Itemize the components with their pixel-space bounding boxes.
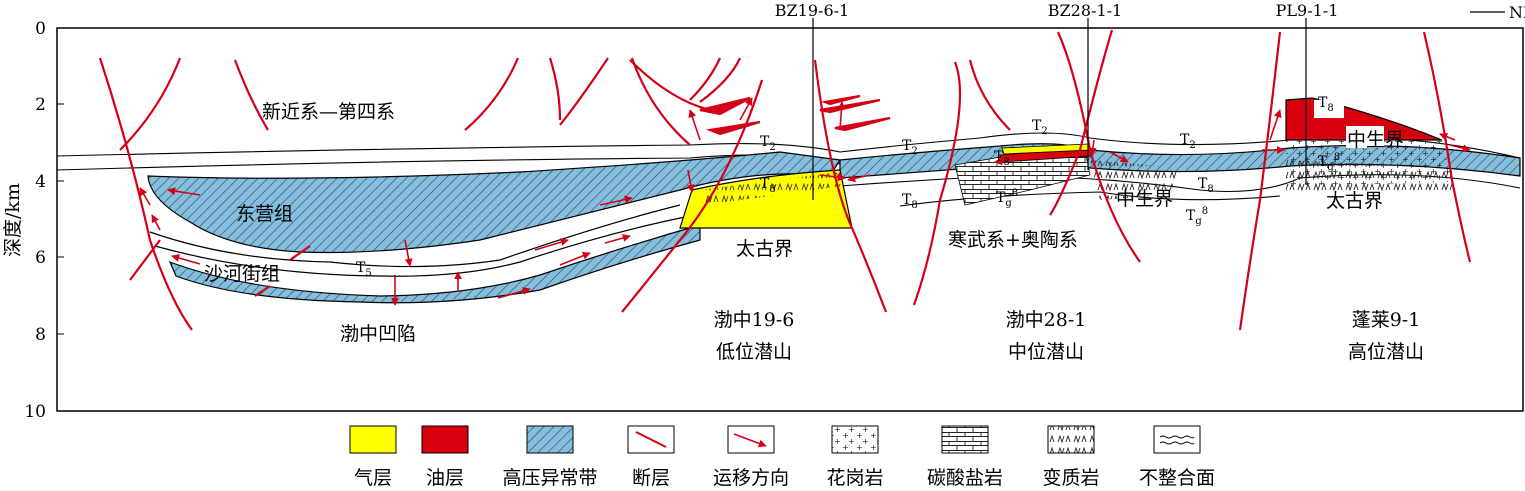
- label-mesozoic-bz28: 中生界: [1116, 188, 1173, 210]
- label-mesozoic-pl9: 中生界: [1347, 129, 1404, 151]
- legend-swatch-carbonate: [941, 425, 989, 454]
- svg-text:Tg8: Tg8: [1186, 206, 1208, 227]
- unconformity-icon: [1159, 435, 1195, 445]
- dongying-overpressure: [147, 151, 842, 254]
- label-dongying: 东营组: [236, 203, 293, 225]
- legend-swatch-unconformity: [1153, 425, 1201, 454]
- svg-text:Tg8: Tg8: [996, 188, 1018, 209]
- svg-text:T8: T8: [902, 192, 918, 211]
- label-archean-bz19: 太古界: [736, 238, 793, 260]
- structure-name-bz28-1: 渤中28-1: [1006, 309, 1087, 331]
- svg-text:T2: T2: [902, 138, 918, 157]
- migration-arrows: [139, 97, 1471, 306]
- legend-label-unconformity: 不整合面: [1139, 467, 1215, 489]
- label-bozhong-sag: 渤中凹陷: [340, 323, 416, 345]
- svg-text:T2: T2: [760, 134, 776, 153]
- tick-label-4: 4: [35, 172, 46, 192]
- structure-type-pl9-1: 高位潜山: [1348, 341, 1424, 363]
- tick-label-8: 8: [35, 325, 46, 345]
- legend-label-migration: 运移方向: [713, 467, 789, 489]
- legend-label-overpressure: 高压异常带: [502, 467, 597, 489]
- tick-label-10: 10: [24, 402, 46, 422]
- shahejie-overpressure: [168, 224, 701, 304]
- svg-text:Tg8: Tg8: [1318, 152, 1340, 173]
- legend-label-fault: 断层: [632, 467, 670, 489]
- y-axis-label: 深度/km: [2, 183, 24, 257]
- legend-swatch-metamorphic: [1047, 425, 1095, 454]
- legend-label-oil: 油层: [426, 467, 464, 489]
- tick-label-2: 2: [35, 95, 46, 115]
- legend-label-metamorphic: 变质岩: [1042, 467, 1099, 489]
- structure-name-pl9-1: 蓬莱9-1: [1352, 309, 1421, 331]
- label-cambrian-ordovician: 寒武系+奥陶系: [948, 229, 1078, 251]
- svg-text:T8: T8: [994, 149, 1010, 168]
- svg-text:T5: T5: [356, 260, 372, 279]
- legend-swatch-migration: [727, 425, 775, 454]
- svg-text:T2: T2: [1180, 132, 1196, 151]
- label-shahejie: 沙河街组: [204, 263, 280, 285]
- legend-label-granite: 花岗岩: [826, 467, 883, 489]
- faults: [98, 29, 1472, 331]
- migration-arrow-icon: [733, 433, 767, 448]
- structure-type-bz19-6: 低位潜山: [716, 341, 792, 363]
- tick-label-6: 6: [35, 248, 46, 268]
- well-bz28-1-1: BZ28-1-1: [1048, 1, 1122, 20]
- y-axis: 0 2 4 6 8 10 深度/km: [2, 19, 64, 422]
- svg-text:T2: T2: [1032, 118, 1048, 137]
- strata: [56, 97, 1521, 304]
- label-neogene: 新近系—第四系: [262, 101, 395, 123]
- svg-text:T8: T8: [760, 176, 776, 195]
- legend-swatch-overpressure: [526, 425, 574, 454]
- structure-name-bz19-6: 渤中19-6: [714, 309, 795, 331]
- legend-swatch-oil: [421, 425, 469, 454]
- well-bz19-6-1: BZ19-6-1: [775, 1, 849, 20]
- svg-text:T8: T8: [1198, 176, 1214, 195]
- fault-icon: [635, 431, 667, 448]
- svg-text:T8: T8: [1318, 95, 1334, 114]
- legend: 气层 油层 高压异常带 断层 运移方向 花岗岩 碳酸盐岩 变质岩 不整合面: [349, 425, 1215, 489]
- wells: [812, 18, 1307, 200]
- horizon-labels: T2 T2 T2 T2 T5 T8 T8 T8 T8 T8 Tg8 Tg8 Tg…: [356, 95, 1340, 279]
- well-pl9-1-1: PL9-1-1: [1276, 1, 1339, 20]
- legend-swatch-granite: [831, 425, 879, 454]
- legend-label-gas: 气层: [354, 467, 392, 489]
- label-archean-pl9: 太古界: [1326, 190, 1383, 212]
- direction-label: NE: [1509, 3, 1525, 22]
- legend-swatch-gas: [349, 425, 397, 454]
- tick-label-0: 0: [35, 19, 46, 39]
- structure-type-bz28-1: 中位潜山: [1008, 341, 1084, 363]
- legend-label-carbonate: 碳酸盐岩: [927, 467, 1003, 489]
